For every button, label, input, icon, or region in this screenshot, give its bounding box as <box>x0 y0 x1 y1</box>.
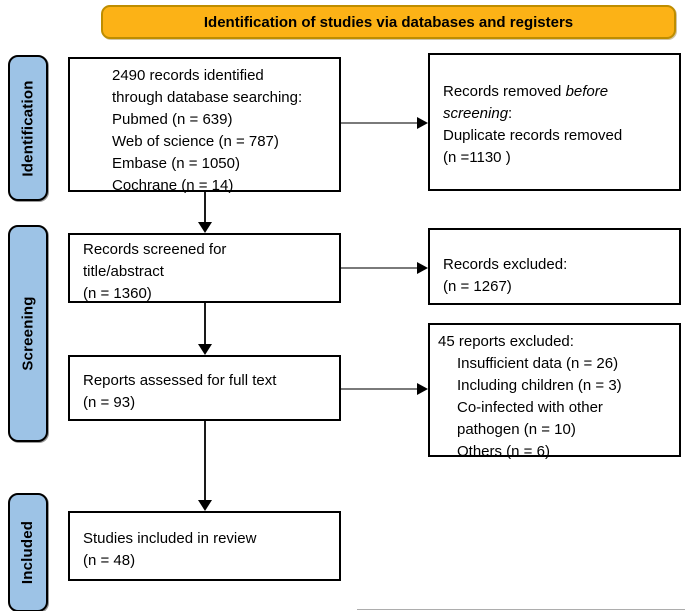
arrow-assessed-to-reports-excluded <box>341 382 428 396</box>
arrowhead-right-icon <box>417 117 428 129</box>
box-records-identified-line: Web of science (n = 787) <box>112 133 279 150</box>
box-records-removed-line: Duplicate records removed <box>443 127 623 144</box>
box-studies-included: Studies included in review (n = 48) <box>68 511 341 581</box>
arrow-line <box>341 267 419 269</box>
box-records-excluded-line: Records excluded: <box>443 256 568 273</box>
box-records-screened-line: (n = 1360) <box>83 285 152 302</box>
box-reports-excluded: 45 reports excluded: Insufficient data (… <box>428 323 681 460</box>
stage-label-included: Included <box>8 493 48 611</box>
box-records-removed-line: Records removed before <box>443 83 609 100</box>
arrowhead-down-icon <box>198 344 212 355</box>
arrow-identified-to-screened <box>197 192 213 233</box>
banner-title-text: Identification of studies via databases … <box>203 13 574 31</box>
bottom-hairline <box>357 609 685 610</box>
box-records-identified-line: 2490 records identified <box>112 67 264 84</box>
box-reports-assessed: Reports assessed for full text (n = 93) <box>68 355 341 421</box>
box-records-screened: Records screened for title/abstract (n =… <box>68 233 341 303</box>
arrow-screened-to-assessed <box>197 303 213 355</box>
box-reports-assessed-line: (n = 93) <box>83 394 136 411</box>
arrow-line <box>204 192 206 224</box>
arrow-line <box>341 122 419 124</box>
banner-title: Identification of studies via databases … <box>101 5 676 39</box>
box-reports-excluded-header: 45 reports excluded: <box>438 333 574 350</box>
arrowhead-down-icon <box>198 222 212 233</box>
box-reports-excluded-item: pathogen (n = 10) <box>457 421 576 438</box>
stage-label-included-text: Included <box>19 520 37 585</box>
box-reports-excluded-item: Co-infected with other <box>457 399 603 416</box>
box-records-identified-line: Pubmed (n = 639) <box>112 111 233 128</box>
box-studies-included-line: (n = 48) <box>83 552 136 569</box>
box-reports-assessed-line: Reports assessed for full text <box>83 372 277 389</box>
box-reports-excluded-item: Including children (n = 3) <box>457 377 622 394</box>
arrow-line <box>341 388 419 390</box>
box-records-screened-line: title/abstract <box>83 263 164 280</box>
box-studies-included-line: Studies included in review <box>83 530 257 547</box>
arrow-screened-to-records-excluded <box>341 261 428 275</box>
box-records-identified-line: Embase (n = 1050) <box>112 155 240 172</box>
box-records-removed-before-screening: Records removed before screening: Duplic… <box>428 53 681 191</box>
stage-label-identification: Identification <box>8 55 48 201</box>
arrowhead-down-icon <box>198 500 212 511</box>
arrow-line <box>204 303 206 346</box>
box-records-excluded-line: (n = 1267) <box>443 278 512 295</box>
stage-label-screening: Screening <box>8 225 48 442</box>
box-records-identified-line: through database searching: <box>112 89 303 106</box>
stage-label-screening-text: Screening <box>19 296 37 371</box>
arrowhead-right-icon <box>417 262 428 274</box>
box-records-excluded: Records excluded: (n = 1267) <box>428 228 681 305</box>
box-records-removed-line: screening: <box>443 105 513 122</box>
box-records-screened-line: Records screened for <box>83 241 227 258</box>
box-records-identified-line: Cochrane (n = 14) <box>112 177 234 194</box>
box-reports-excluded-item: Others (n = 6) <box>457 443 550 460</box>
arrow-assessed-to-included <box>197 421 213 511</box>
box-reports-excluded-item: Insufficient data (n = 26) <box>457 355 619 372</box>
box-records-removed-line: (n =1130 ) <box>443 149 511 166</box>
stage-label-identification-text: Identification <box>19 79 37 177</box>
arrow-identified-to-removed <box>341 116 428 130</box>
arrow-line <box>204 421 206 502</box>
arrowhead-right-icon <box>417 383 428 395</box>
box-records-identified: 2490 records identified through database… <box>68 57 341 194</box>
